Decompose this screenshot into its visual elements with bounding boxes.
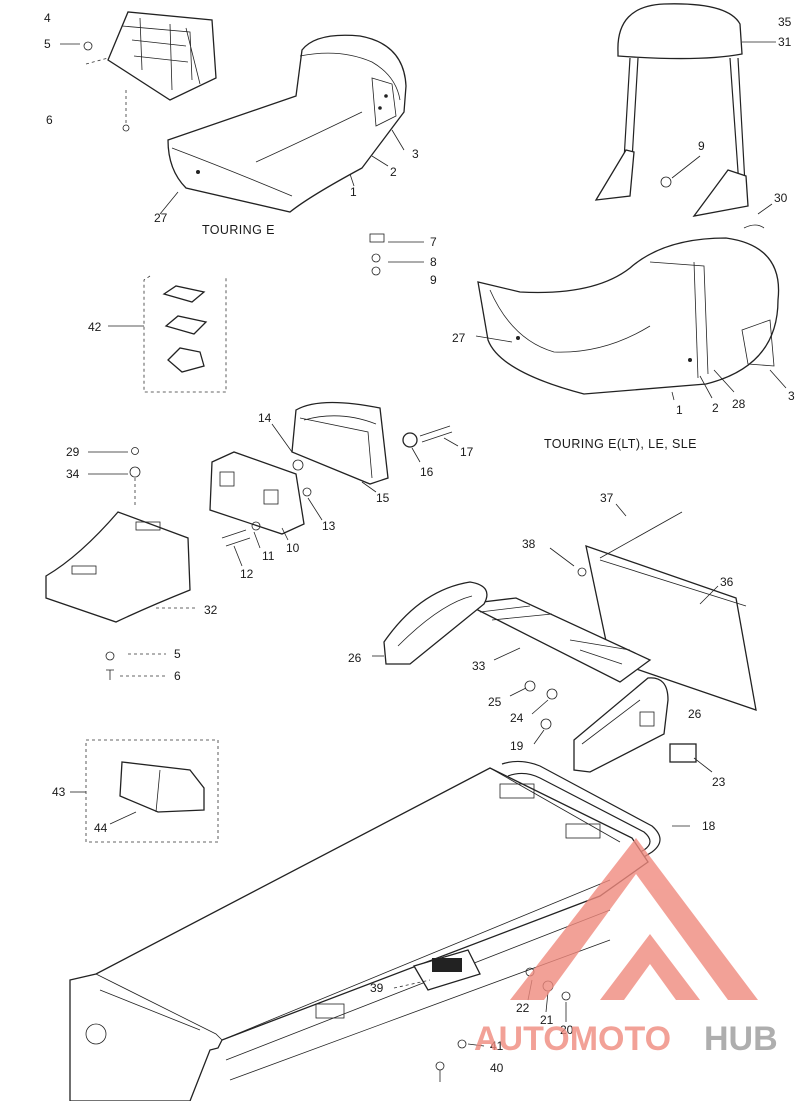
callout-25: 25 xyxy=(488,695,502,709)
callout-33: 33 xyxy=(472,659,486,673)
callout-10: 10 xyxy=(286,541,300,555)
callout-41: 41 xyxy=(490,1039,504,1053)
seat-mount-bracket xyxy=(83,11,217,132)
callout-18: 18 xyxy=(702,819,716,833)
callout-43: 43 xyxy=(52,785,66,799)
tool-kit-43 xyxy=(85,739,219,843)
callout-34: 34 xyxy=(66,467,80,481)
callout-44: 44 xyxy=(94,821,108,835)
callout-42: 42 xyxy=(88,320,102,334)
callout-39: 39 xyxy=(370,981,384,995)
callout-5-lower: 5 xyxy=(174,647,181,661)
callout-6-lower: 6 xyxy=(174,669,181,683)
caption-touring-variants: TOURING E(LT), LE, SLE xyxy=(544,437,697,451)
callout-19: 19 xyxy=(510,739,524,753)
storage-cover-32 xyxy=(45,447,196,680)
callout-4: 4 xyxy=(44,11,51,25)
callout-31: 31 xyxy=(778,35,792,49)
callout-1: 1 xyxy=(350,185,357,199)
grab-bar-18 xyxy=(501,760,661,885)
callout-35: 35 xyxy=(778,15,792,29)
callout-12: 12 xyxy=(240,567,254,581)
callout-labels: 4 5 6 1 2 3 27 TOURING E 7 8 9 35 31 9 3… xyxy=(44,11,795,1075)
watermark-text-primary: AUTOMOTO xyxy=(474,1020,671,1058)
callout-9: 9 xyxy=(430,273,437,287)
touring-e-seat xyxy=(167,34,407,213)
callout-3: 3 xyxy=(412,147,419,161)
callout-11: 11 xyxy=(262,549,275,563)
footrest-33 xyxy=(463,597,652,683)
callout-2-lt: 2 xyxy=(712,401,719,415)
callout-6: 6 xyxy=(46,113,53,127)
callout-13: 13 xyxy=(322,519,336,533)
chassis-tunnel xyxy=(69,767,649,1101)
callout-27: 27 xyxy=(154,211,168,225)
callout-27-lt: 27 xyxy=(452,331,466,345)
callout-2: 2 xyxy=(390,165,397,179)
callout-24: 24 xyxy=(510,711,524,725)
backrest xyxy=(594,3,765,229)
callout-20: 20 xyxy=(560,1023,574,1037)
taillight-assembly xyxy=(209,401,453,547)
callout-1-lt: 1 xyxy=(676,403,683,417)
callout-22: 22 xyxy=(516,1001,530,1015)
callout-23: 23 xyxy=(712,775,726,789)
bracket-kit-42 xyxy=(143,275,227,393)
callout-9-backrest: 9 xyxy=(698,139,705,153)
callout-5: 5 xyxy=(44,37,51,51)
callout-28: 28 xyxy=(732,397,746,411)
callout-26-left: 26 xyxy=(348,651,362,665)
caption-touring-e: TOURING E xyxy=(202,223,275,237)
callout-30: 30 xyxy=(774,191,788,205)
callout-26-right: 26 xyxy=(688,707,702,721)
touring-lt-seat xyxy=(477,237,780,395)
callout-14: 14 xyxy=(258,411,272,425)
watermark-text-secondary: HUB xyxy=(704,1020,778,1058)
callout-37: 37 xyxy=(600,491,614,505)
knee-guard-left-26 xyxy=(383,581,488,665)
callout-17: 17 xyxy=(460,445,474,459)
callout-3-lt: 3 xyxy=(788,389,795,403)
callout-38: 38 xyxy=(522,537,536,551)
watermark-logo: AUTOMOTO HUB xyxy=(474,838,778,1058)
callout-21: 21 xyxy=(540,1013,554,1027)
callout-36: 36 xyxy=(720,575,734,589)
callout-16: 16 xyxy=(420,465,434,479)
leader-lines xyxy=(60,41,787,1047)
mud-flap-36 xyxy=(577,511,757,711)
callout-15: 15 xyxy=(376,491,390,505)
callout-32: 32 xyxy=(204,603,218,617)
callout-29: 29 xyxy=(66,445,80,459)
callout-8: 8 xyxy=(430,255,437,269)
seat-hardware xyxy=(369,233,385,276)
callout-7: 7 xyxy=(430,235,437,249)
callout-40: 40 xyxy=(490,1061,504,1075)
knee-guard-right-26 xyxy=(524,677,697,773)
